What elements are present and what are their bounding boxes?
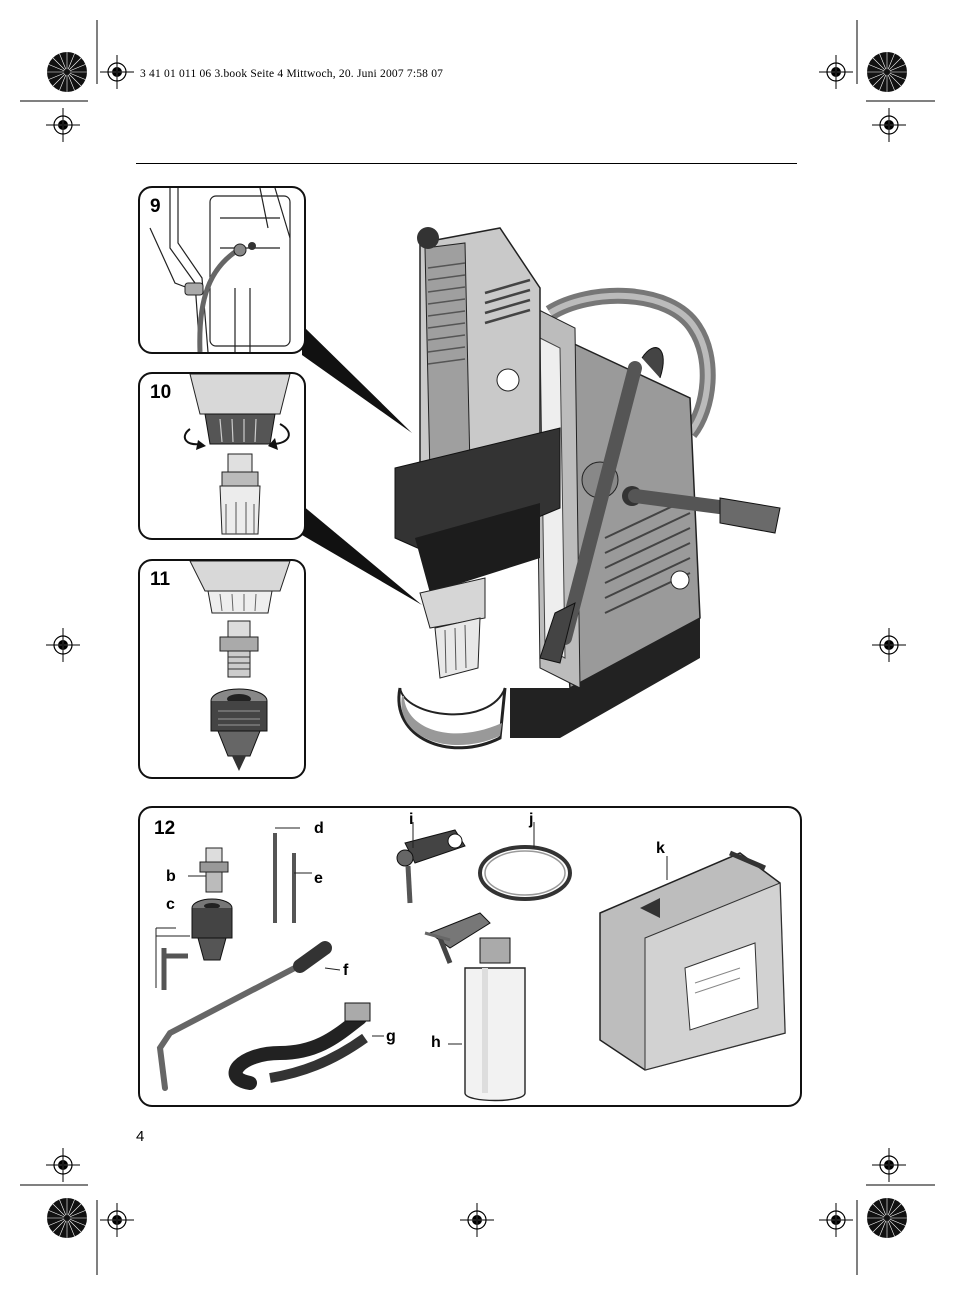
part-i-key xyxy=(396,822,466,904)
part-label-g: g xyxy=(386,1028,396,1045)
part-b-arbor xyxy=(188,847,229,893)
part-label-c: c xyxy=(166,896,175,913)
part-label-k: k xyxy=(656,840,665,857)
figure-12-illustration xyxy=(155,822,786,1102)
registration-mark-icon xyxy=(99,54,135,90)
color-wheel-icon xyxy=(46,51,88,93)
part-label-f: f xyxy=(343,962,349,979)
figure-10-panel: 10 xyxy=(138,372,306,540)
part-h-coolant-bottle xyxy=(424,912,526,1102)
registration-mark-icon xyxy=(818,1202,854,1238)
color-wheel-icon xyxy=(46,1197,88,1239)
part-g-safety-strap xyxy=(228,1002,384,1090)
part-label-i: i xyxy=(409,811,414,828)
part-j-ring xyxy=(478,822,572,901)
figure-9-panel: 9 xyxy=(138,186,306,354)
figure-9-illustration xyxy=(149,188,291,352)
figure-number: 9 xyxy=(150,196,161,217)
page-number: 4 xyxy=(136,1128,145,1145)
part-f-tommy-bar xyxy=(156,941,341,1091)
registration-mark-icon xyxy=(45,627,81,663)
part-label-d: d xyxy=(314,820,324,837)
registration-mark-icon xyxy=(99,1202,135,1238)
registration-mark-icon xyxy=(871,107,907,143)
part-label-e: e xyxy=(314,870,323,887)
part-label-h: h xyxy=(431,1034,441,1051)
color-wheel-icon xyxy=(866,1197,908,1239)
part-d-ejector-pin xyxy=(273,827,300,923)
registration-mark-icon xyxy=(871,627,907,663)
registration-mark-icon xyxy=(459,1202,495,1238)
figure-11-panel: 11 xyxy=(138,559,306,779)
part-c-drill-chuck xyxy=(155,898,233,990)
registration-mark-icon xyxy=(45,107,81,143)
figure-12-panel: 12 xyxy=(138,806,802,1107)
figure-number: 10 xyxy=(150,382,172,403)
figure-number: 11 xyxy=(150,569,171,590)
part-k-carrying-case xyxy=(599,850,786,1071)
callout-wedges xyxy=(302,325,422,605)
magnetic-drill-illustration xyxy=(394,227,781,750)
registration-mark-icon xyxy=(818,54,854,90)
part-label-j: j xyxy=(529,811,534,828)
figure-11-illustration xyxy=(189,561,291,771)
figure-number: 12 xyxy=(154,818,176,839)
color-wheel-icon xyxy=(866,51,908,93)
figure-10-illustration xyxy=(183,374,291,535)
print-info-header: 3 41 01 011 06 3.book Seite 4 Mittwoch, … xyxy=(140,68,444,80)
part-label-b: b xyxy=(166,868,176,885)
registration-mark-icon xyxy=(871,1147,907,1183)
fein-logo-icon xyxy=(670,570,690,590)
part-e-ejector-pin xyxy=(292,853,312,923)
registration-mark-icon xyxy=(45,1147,81,1183)
header-rule xyxy=(136,163,797,164)
